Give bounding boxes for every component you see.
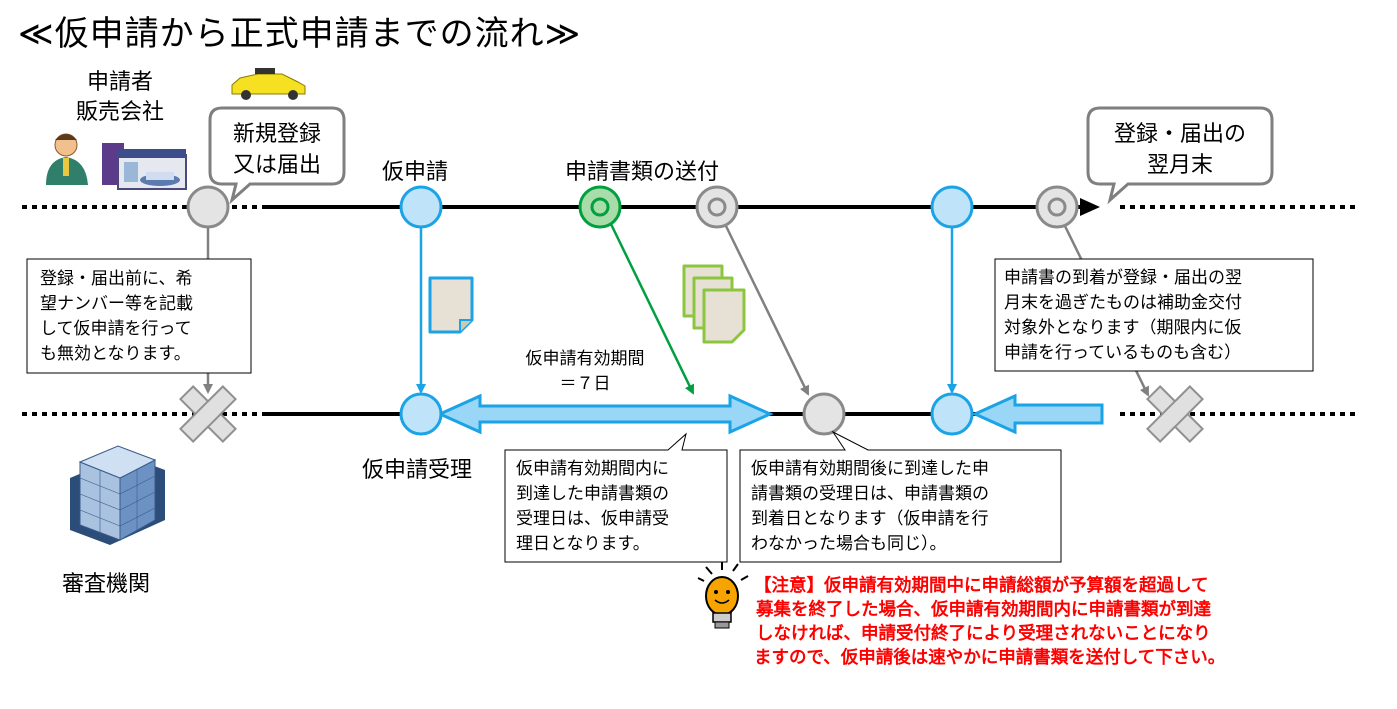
note-line: 仮申請有効期間内に	[516, 459, 669, 479]
note-line: 請書類の受理日は、申請書類の	[751, 484, 989, 504]
late-period-arrow	[971, 393, 1104, 435]
callout-new-registration-line2: 又は届出	[232, 153, 321, 178]
callout-month-end-line1: 登録・届出の	[1113, 122, 1246, 147]
warning-line: ますので、仮申請後は速やかに申請書類を送付して下さい。	[754, 648, 1226, 668]
callout-new-registration-line1: 新規登録	[232, 122, 321, 147]
node-send-documents-gray	[695, 185, 739, 229]
callout-month-end-line2: 翌月末	[1146, 153, 1213, 178]
person-icon	[46, 133, 88, 185]
node-late-provisional	[930, 185, 974, 229]
note-line: わなかった場合も同じ）。	[751, 534, 947, 554]
warning-line: しなければ、申請受付終了により受理されないことになり	[756, 624, 1211, 644]
applicant-label: 申請者	[86, 70, 153, 95]
documents-stack-icon	[682, 264, 746, 344]
node-send-documents-green	[578, 185, 622, 229]
ineligible-x-icon	[1146, 385, 1204, 443]
note-after-month-end: 申請書の到着が登録・届出の翌 月末を過ぎたものは補助金交付 対象外となります（期…	[1004, 266, 1242, 366]
note-line: 仮申請有効期間後に到達した申	[751, 459, 989, 479]
note-within-validity: 仮申請有効期間内に 到達した申請書類の 受理日は、仮申請受 理日となります。	[516, 457, 669, 557]
dealer-label: 販売会社	[75, 100, 164, 125]
node-late-received	[930, 392, 974, 436]
building-icon	[70, 445, 165, 545]
note-line: 申請書の到着が登録・届出の翌	[1004, 268, 1242, 288]
note-line: 登録・届出前に、希	[40, 269, 193, 289]
warning-note: 【注意】仮申請有効期間中に申請総額が予算額を超過して 募集を終了した場合、仮申請…	[754, 574, 1225, 670]
callout-new-registration	[208, 106, 346, 205]
label-provisional: 仮申請	[382, 160, 449, 185]
note-line: して仮申請を行って	[40, 319, 192, 339]
warning-line: 募集を終了した場合、仮申請有効期間内に申請書類が到達	[756, 600, 1211, 620]
note-line: 月末を過ぎたものは補助金交付	[1004, 293, 1242, 313]
label-send-documents: 申請書類の送付	[565, 160, 720, 185]
validity-period-label: 仮申請有効期間	[525, 349, 645, 369]
dealership-icon	[102, 143, 187, 190]
note-line: 申請を行っているものも含む）	[1004, 343, 1242, 363]
validity-period-arrow	[436, 393, 774, 435]
reviewer-label: 審査機関	[62, 572, 151, 597]
invalid-x-icon	[179, 385, 237, 443]
node-month-end	[1035, 185, 1079, 229]
note-after-validity-box	[739, 430, 1062, 563]
warning-line: 【注意】仮申請有効期間中に申請総額が予算額を超過して	[754, 576, 1209, 596]
node-new-registration	[186, 185, 230, 229]
note-after-month-end-box	[994, 258, 1314, 372]
lightbulb-icon	[697, 562, 749, 629]
note-line: 理日となります。	[516, 534, 650, 554]
node-provisional-received	[399, 392, 443, 436]
car-icon	[231, 68, 306, 100]
note-line: 到達した申請書類の	[516, 484, 669, 504]
label-provisional-received: 仮申請受理	[362, 458, 473, 483]
callout-month-end	[1086, 106, 1274, 205]
note-line: も無効となります。	[40, 344, 191, 364]
note-before-registration: 登録・届出前に、希 望ナンバー等を記載 して仮申請を行って も無効となります。	[40, 267, 193, 367]
node-late-arrival	[802, 392, 846, 436]
document-icon	[428, 276, 474, 334]
note-line: 望ナンバー等を記載	[40, 294, 193, 314]
node-provisional	[399, 185, 443, 229]
page-title: ≪仮申請から正式申請までの流れ≫	[18, 14, 582, 54]
note-line: 受理日は、仮申請受	[516, 509, 669, 529]
note-within-validity-box	[504, 432, 728, 563]
arrow-send-documents-green	[608, 221, 695, 395]
arrow-send-documents-gray	[723, 223, 810, 396]
note-after-validity: 仮申請有効期間後に到達した申 請書類の受理日は、申請書類の 到着日となります（仮…	[751, 457, 989, 557]
note-line: 到着日となります（仮申請を行	[751, 509, 989, 529]
validity-period-days: ＝７日	[559, 374, 611, 394]
note-line: 対象外となります（期限内に仮	[1004, 318, 1242, 338]
note-before-registration-box	[26, 258, 252, 374]
